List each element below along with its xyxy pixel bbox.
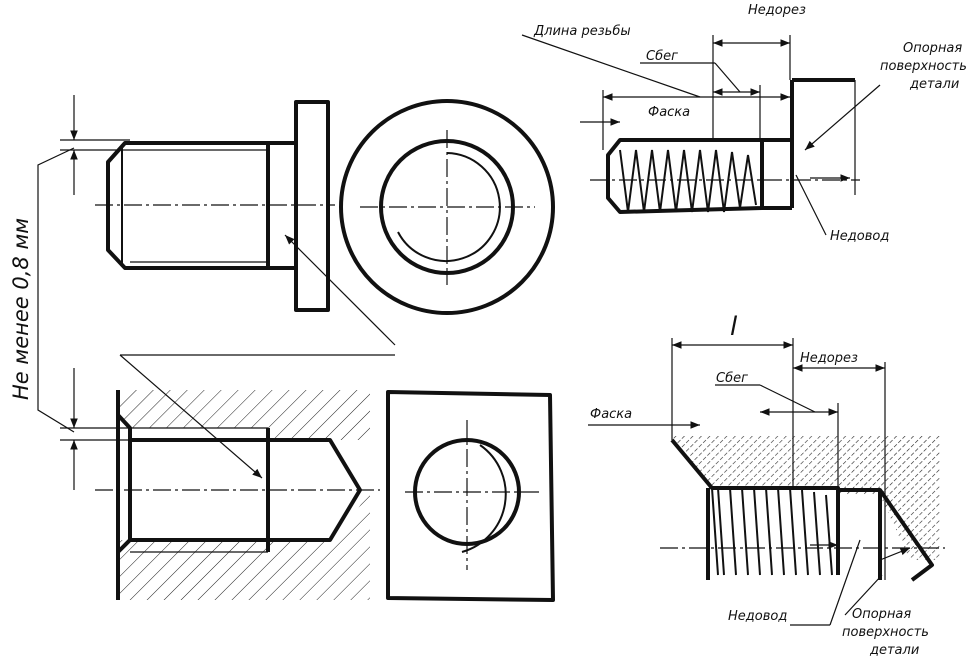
bearing-surface-top-3: детали — [909, 77, 959, 92]
bearing-surface-top-2: поверхность — [880, 59, 967, 74]
runout-top-label: Сбег — [646, 49, 678, 64]
bolt-side-view — [95, 100, 396, 346]
undercut-bottom-label: Недорез — [800, 351, 858, 366]
bearing-surface-bottom-3: детали — [869, 643, 919, 658]
hole-end-view — [386, 390, 555, 602]
incomplete-top-label: Недовод — [830, 229, 889, 244]
bearing-surface-top-1: Опорная — [903, 41, 962, 56]
undercut-top-label: Недорез — [748, 3, 806, 18]
thread-length-label: Длина резьбы — [533, 24, 631, 39]
length-symbol: l — [730, 312, 738, 342]
threaded-hole-section — [95, 354, 395, 600]
min-distance-dimension: Не менее 0,8 мм — [9, 95, 130, 490]
incomplete-bottom-label: Недовод — [728, 609, 787, 624]
bearing-surface-bottom-2: поверхность — [842, 625, 929, 640]
internal-thread-detail: l Недорез Сбег Фаска Недовод Опорная пов… — [588, 312, 945, 658]
chamfer-bottom-label: Фаска — [590, 407, 632, 422]
runout-bottom-label: Сбег — [716, 371, 748, 386]
chamfer-top-label: Фаска — [648, 105, 690, 120]
bolt-end-view — [339, 99, 555, 315]
min-distance-label: Не менее 0,8 мм — [9, 218, 33, 400]
bearing-surface-bottom-1: Опорная — [852, 607, 911, 622]
external-thread-detail: Длина резьбы Недорез Сбег Фаска Опорная … — [521, 3, 967, 244]
